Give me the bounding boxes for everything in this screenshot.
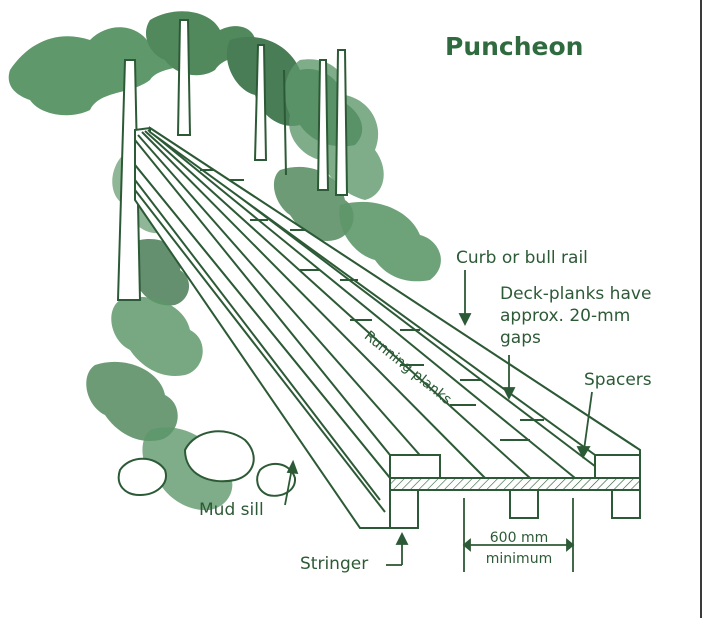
label-dimension-600mm: 600 mm (489, 530, 549, 546)
label-mud-sill: Mud sill (199, 500, 264, 520)
label-curb-rail: Curb or bull rail (456, 248, 588, 268)
rocks (117, 430, 297, 497)
deck-side (134, 162, 391, 529)
diagram-title: Puncheon (445, 32, 584, 61)
label-deck-planks-line1: Deck-planks have (500, 284, 652, 304)
label-dimension-minimum: minimum (485, 551, 553, 567)
leader-lines (284, 270, 593, 572)
frame-edge (700, 0, 702, 618)
tree-trunks (116, 19, 349, 301)
label-stringer: Stringer (300, 554, 369, 574)
label-deck-planks-line3: gaps (500, 328, 541, 348)
label-deck-planks-line2: approx. 20-mm (500, 306, 631, 326)
label-spacers: Spacers (584, 370, 652, 390)
